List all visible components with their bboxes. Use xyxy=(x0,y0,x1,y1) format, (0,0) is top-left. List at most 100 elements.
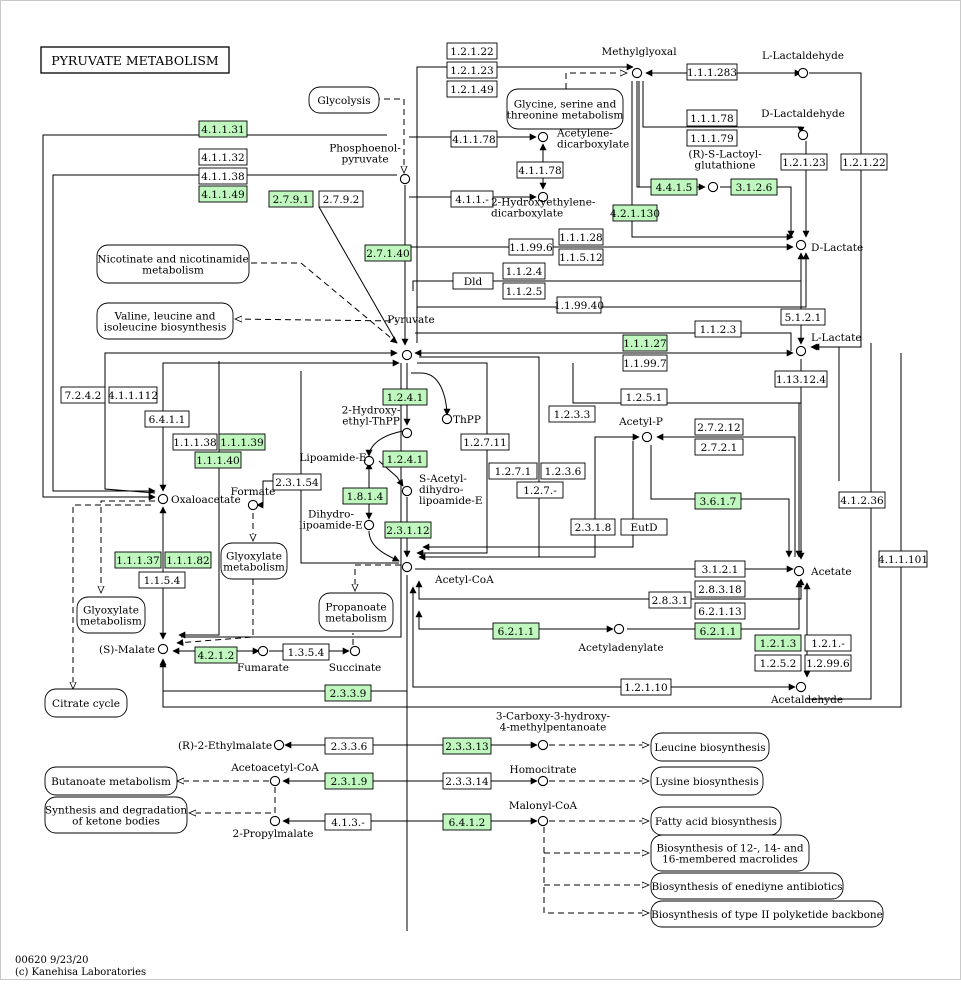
enzyme-3-1-2-1[interactable]: 3.1.2.1 xyxy=(694,560,746,578)
compound-acetylene-dicarboxylate[interactable]: Acetylene-dicarboxylate xyxy=(537,128,629,151)
enzyme-1-1-1-27[interactable]: 1.1.1.27 xyxy=(622,334,668,352)
compound-acetyladenylate[interactable]: Acetyladenylate xyxy=(577,623,664,654)
map-enediyne[interactable]: Biosynthesis of enediyne antibiotics xyxy=(650,872,844,900)
compound-s-acetyl-dihydrolipoamide[interactable]: S-Acetyl-dihydro-lipoamide-E xyxy=(401,473,482,507)
enzyme-2-3-3-6[interactable]: 2.3.3.6 xyxy=(324,737,374,755)
enzyme-2-8-3-18[interactable]: 2.8.3.18 xyxy=(694,580,746,598)
enzyme-1-2-1-22[interactable]: 1.2.1.22 xyxy=(446,42,498,60)
enzyme-1-1-1-283[interactable]: 1.1.1.283 xyxy=(686,63,738,81)
enzyme-4-1-1-31[interactable]: 4.1.1.31 xyxy=(198,120,248,138)
enzyme-2-7-2-1[interactable]: 2.7.2.1 xyxy=(694,438,744,456)
enzyme-1-1-2-5[interactable]: 1.1.2.5 xyxy=(502,282,546,300)
enzyme-4-1-1-101[interactable]: 4.1.1.101 xyxy=(878,550,928,568)
enzyme-1-2-99-6[interactable]: 1.2.99.6 xyxy=(804,654,852,672)
enzyme-1-1-1-38[interactable]: 1.1.1.38 xyxy=(172,433,218,451)
enzyme-4-1-1-38[interactable]: 4.1.1.38 xyxy=(198,167,248,185)
enzyme-1-2-3-3[interactable]: 1.2.3.3 xyxy=(548,405,596,423)
enzyme-1-2-1--[interactable]: 1.2.1.- xyxy=(804,634,852,652)
compound-pep[interactable]: Phosphoenol-pyruvate xyxy=(329,143,411,185)
compound-l-lactaldehyde[interactable]: L-Lactaldehyde xyxy=(762,50,844,79)
enzyme-1-2-1-23[interactable]: 1.2.1.23 xyxy=(780,153,828,171)
enzyme-4-2-1-130[interactable]: 4.2.1.130 xyxy=(610,204,660,222)
enzyme-1-1-99-6[interactable]: 1.1.99.6 xyxy=(508,238,554,256)
enzyme-2-7-1-40[interactable]: 2.7.1.40 xyxy=(364,244,412,262)
enzyme-2-3-1-54[interactable]: 2.3.1.54 xyxy=(272,473,322,491)
compound-pyruvate[interactable]: Pyruvate xyxy=(387,314,435,361)
compound-d-lactate[interactable]: D-Lactate xyxy=(795,239,863,254)
compound-fumarate[interactable]: Fumarate xyxy=(237,645,289,674)
enzyme-2-7-9-1[interactable]: 2.7.9.1 xyxy=(268,190,314,208)
enzyme-1-2-1-3[interactable]: 1.2.1.3 xyxy=(754,634,802,652)
enzyme-1-1-5-4[interactable]: 1.1.5.4 xyxy=(138,571,186,589)
enzyme-1-2-4-1[interactable]: 1.2.4.1 xyxy=(382,450,428,468)
enzyme-1-1-2-4[interactable]: 1.1.2.4 xyxy=(502,262,546,280)
enzyme-2-3-1-9[interactable]: 2.3.1.9 xyxy=(324,772,374,790)
enzyme-1-2-7-1[interactable]: 1.2.7.1 xyxy=(488,462,538,480)
enzyme-7-2-4-2[interactable]: 7.2.4.2 xyxy=(60,386,106,404)
enzyme-1-13-12-4[interactable]: 1.13.12.4 xyxy=(774,370,828,388)
enzyme-4-1-1-78[interactable]: 4.1.1.78 xyxy=(516,161,564,179)
enzyme-3-1-2-6[interactable]: 3.1.2.6 xyxy=(730,178,778,196)
enzyme-2-7-2-12[interactable]: 2.7.2.12 xyxy=(694,418,744,436)
enzyme-1-1-5-12[interactable]: 1.1.5.12 xyxy=(558,248,604,266)
compound-s-lactoylglutathione[interactable]: (R)-S-Lactoyl-glutathione xyxy=(688,149,762,193)
enzyme-1-2-1-22[interactable]: 1.2.1.22 xyxy=(840,153,888,171)
enzyme-4-1-1--[interactable]: 4.1.1.- xyxy=(450,190,494,208)
enzyme-1-2-1-49[interactable]: 1.2.1.49 xyxy=(446,80,498,98)
enzyme-1-3-5-4[interactable]: 1.3.5.4 xyxy=(282,643,330,661)
compound-2-propylmalate[interactable]: 2-Propylmalate xyxy=(233,815,314,840)
enzyme-2-3-1-8[interactable]: 2.3.1.8 xyxy=(570,518,616,536)
enzyme-1-1-1-82[interactable]: 1.1.1.82 xyxy=(164,551,212,569)
compound-homocitrate[interactable]: Homocitrate xyxy=(510,764,577,787)
enzyme-1-1-1-39[interactable]: 1.1.1.39 xyxy=(218,433,266,451)
enzyme-1-2-4-1[interactable]: 1.2.4.1 xyxy=(382,388,428,406)
enzyme-2-8-3-1[interactable]: 2.8.3.1 xyxy=(648,591,692,609)
enzyme-1-1-1-78[interactable]: 1.1.1.78 xyxy=(686,109,738,127)
enzyme-1-8-1-4[interactable]: 1.8.1.4 xyxy=(342,487,388,505)
enzyme-eutd[interactable]: EutD xyxy=(620,518,668,536)
compound-l-lactate[interactable]: L-Lactate xyxy=(795,332,862,357)
enzyme-4-2-1-2[interactable]: 4.2.1.2 xyxy=(194,646,238,664)
map-glycolysis[interactable]: Glycolysis xyxy=(308,86,380,114)
enzyme-1-1-1-37[interactable]: 1.1.1.37 xyxy=(114,551,162,569)
enzyme-2-3-3-14[interactable]: 2.3.3.14 xyxy=(442,772,492,790)
compound-malonyl-coa[interactable]: Malonyl-CoA xyxy=(509,800,578,827)
map-type-ii-polyketide[interactable]: Biosynthesis of type II polyketide backb… xyxy=(650,900,884,928)
enzyme-1-1-99-7[interactable]: 1.1.99.7 xyxy=(622,354,668,372)
compound-acetaldehyde[interactable]: Acetaldehyde xyxy=(770,681,843,706)
compound-dihydrolipoamide-e[interactable]: Dihydro-lipoamide-E xyxy=(299,509,375,532)
enzyme-1-1-1-40[interactable]: 1.1.1.40 xyxy=(194,451,242,469)
compound-d-lactaldehyde[interactable]: D-Lactaldehyde xyxy=(761,108,845,141)
enzyme-4-1-1-32[interactable]: 4.1.1.32 xyxy=(198,148,248,166)
map-fatty-acid-biosynthesis[interactable]: Fatty acid biosynthesis xyxy=(650,806,782,836)
map-lysine-biosynthesis[interactable]: Lysine biosynthesis xyxy=(650,766,764,796)
enzyme-dld[interactable]: Dld xyxy=(452,272,494,290)
enzyme-4-4-1-5[interactable]: 4.4.1.5 xyxy=(650,178,698,196)
enzyme-6-4-1-1[interactable]: 6.4.1.1 xyxy=(144,410,190,428)
enzyme-5-1-2-1[interactable]: 5.1.2.1 xyxy=(780,308,826,326)
compound-thpp[interactable]: ThPP xyxy=(441,413,481,426)
compound-carboxy-hydroxy-methylpentanoate[interactable]: 3-Carboxy-3-hydroxy-4-methylpentanoate xyxy=(496,711,611,751)
enzyme-4-1-1-78[interactable]: 4.1.1.78 xyxy=(450,130,498,148)
enzyme-1-2-3-6[interactable]: 1.2.3.6 xyxy=(540,462,586,480)
enzyme-3-6-1-7[interactable]: 3.6.1.7 xyxy=(694,492,742,510)
enzyme-1-2-5-2[interactable]: 1.2.5.2 xyxy=(754,654,802,672)
enzyme-1-1-1-28[interactable]: 1.1.1.28 xyxy=(558,228,604,246)
enzyme-1-2-1-10[interactable]: 1.2.1.10 xyxy=(620,678,672,696)
map-citrate-cycle[interactable]: Citrate cycle xyxy=(44,688,128,718)
enzyme-1-2-7-11[interactable]: 1.2.7.11 xyxy=(460,433,510,451)
compound-acetate[interactable]: Acetate xyxy=(793,565,852,578)
compound-formate[interactable]: Formate xyxy=(231,486,276,511)
enzyme-2-3-3-13[interactable]: 2.3.3.13 xyxy=(442,737,492,755)
enzyme-4-1-1-49[interactable]: 4.1.1.49 xyxy=(198,185,248,203)
compound-methylglyoxal[interactable]: Methylglyoxal xyxy=(601,46,677,79)
compound-succinate[interactable]: Succinate xyxy=(329,645,382,674)
enzyme-2-7-9-2[interactable]: 2.7.9.2 xyxy=(318,190,364,208)
enzyme-4-1-3--[interactable]: 4.1.3.- xyxy=(324,813,372,831)
compound-oxaloacetate[interactable]: Oxaloacetate xyxy=(157,493,241,506)
compound-acetyl-coa[interactable]: Acetyl-CoA xyxy=(401,561,494,586)
